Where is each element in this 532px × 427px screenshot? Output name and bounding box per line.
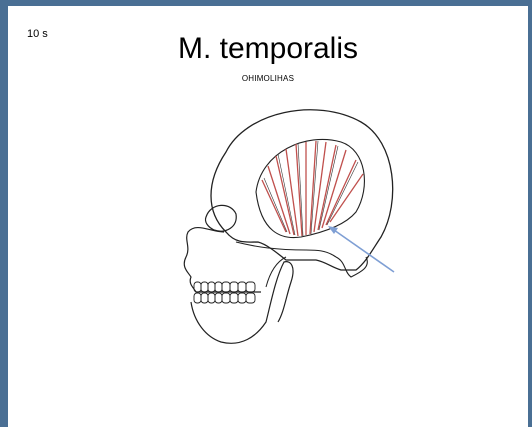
upper-teeth — [194, 282, 255, 292]
lower-teeth — [194, 293, 255, 303]
mastoid — [336, 257, 367, 277]
slide-subtitle: OHIMOLIHAS — [8, 74, 528, 83]
orbit — [205, 205, 236, 231]
slide-title: M. temporalis — [8, 32, 528, 66]
cranium-outline — [211, 110, 393, 270]
zygomatic-arch — [236, 242, 336, 257]
skull-illustration — [166, 92, 416, 352]
